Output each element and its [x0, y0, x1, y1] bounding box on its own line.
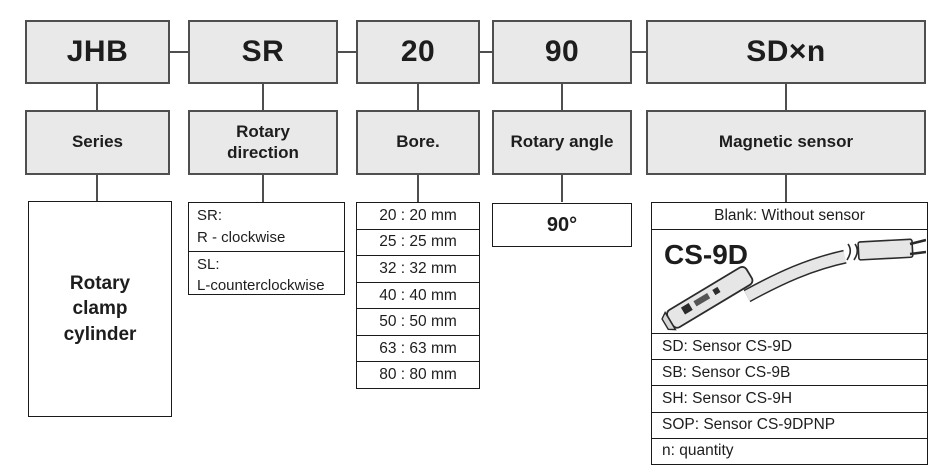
code-box-rotary-direction: SR — [188, 20, 338, 84]
connector-v-sensor-a — [785, 84, 787, 110]
label-box-rotary-angle: Rotary angle — [492, 110, 632, 175]
direction-option-sl: SL: L-counterclockwise — [189, 250, 344, 300]
connector-v-direction-a — [262, 84, 264, 110]
bore-option-row: 80 : 80 mm — [357, 361, 479, 388]
code-box-rotary-angle: 90 — [492, 20, 632, 84]
series-description: Rotary clamp cylinder — [63, 272, 137, 345]
sensor-illustration: CS-9D — [661, 238, 927, 331]
bore-options-table: 20 : 20 mm 25 : 25 mm 32 : 32 mm 40 : 40… — [356, 202, 480, 389]
connector-v-angle-a — [561, 84, 563, 110]
sensor-figure-cell: CS-9D — [652, 229, 927, 333]
bore-option-row: 32 : 32 mm — [357, 255, 479, 282]
sensor-option-row: n: quantity — [652, 437, 927, 464]
bore-option-row: 50 : 50 mm — [357, 308, 479, 335]
rotary-direction-options-box: SR: R - clockwise SL: L-counterclockwise — [188, 202, 345, 295]
code-box-bore: 20 — [356, 20, 480, 84]
connector-v-sensor-b — [785, 175, 787, 202]
direction-option-sr: SR: R - clockwise — [189, 203, 344, 251]
connector-v-series-b — [96, 175, 98, 202]
label-box-series: Series — [25, 110, 170, 175]
connector-h-1 — [170, 51, 188, 53]
label-box-rotary-direction: Rotary direction — [188, 110, 338, 175]
sensor-option-row: SB: Sensor CS-9B — [652, 359, 927, 385]
code-box-series: JHB — [25, 20, 170, 84]
connector-v-direction-b — [262, 175, 264, 202]
sensor-option-row: SOP: Sensor CS-9DPNP — [652, 411, 927, 438]
direction-option-sr-code: SR: — [197, 207, 223, 224]
sensor-options-table: Blank: Without sensor — [651, 202, 928, 465]
sensor-option-row: SD: Sensor CS-9D — [652, 333, 927, 359]
series-description-box: Rotary clamp cylinder — [28, 201, 172, 417]
rotary-angle-value-box: 90° — [492, 203, 632, 247]
label-box-magnetic-sensor: Magnetic sensor — [646, 110, 926, 175]
sensor-blank-option: Blank: Without sensor — [714, 207, 865, 224]
code-box-magnetic-sensor: SD×n — [646, 20, 926, 84]
bore-option-row: 20 : 20 mm — [379, 206, 457, 224]
bore-option-row: 40 : 40 mm — [357, 281, 479, 309]
direction-option-sl-desc: L-counterclockwise — [197, 277, 325, 295]
direction-option-sr-desc: R - clockwise — [197, 228, 286, 246]
bore-option-row: 25 : 25 mm — [357, 228, 479, 256]
sensor-option-row: SH: Sensor CS-9H — [652, 385, 927, 411]
direction-option-sl-code: SL: — [197, 255, 220, 273]
connector-v-series-a — [96, 84, 98, 110]
bore-option-row: 63 : 63 mm — [357, 334, 479, 362]
label-box-bore: Bore. — [356, 110, 480, 175]
connector-v-bore-b — [417, 175, 419, 202]
sensor-figure-label: CS-9D — [664, 239, 748, 270]
connector-v-bore-a — [417, 84, 419, 110]
connector-h-3 — [480, 51, 492, 53]
connector-v-angle-b — [561, 175, 563, 202]
connector-h-4 — [631, 51, 646, 53]
connector-h-2 — [338, 51, 356, 53]
